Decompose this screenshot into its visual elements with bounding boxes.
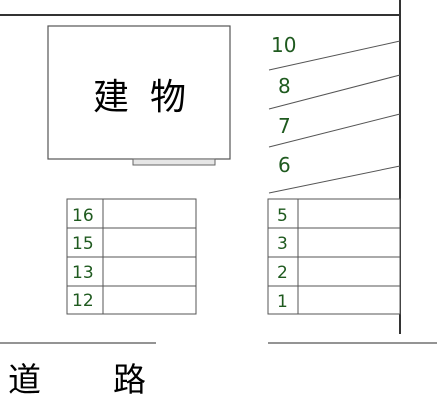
angled-slot-divider bbox=[268, 40, 401, 71]
road-label-char-2: 路 bbox=[113, 360, 146, 399]
right-slot-number: 2 bbox=[277, 263, 288, 283]
angled-slot-number: 7 bbox=[278, 114, 291, 138]
angled-slot-number: 10 bbox=[271, 33, 296, 57]
angled-slot-divider bbox=[268, 165, 401, 194]
left-slot-number: 12 bbox=[72, 291, 94, 311]
left-slot-number: 16 bbox=[72, 206, 94, 226]
building-label-char-1: 建 bbox=[93, 77, 129, 118]
angled-slot-number: 8 bbox=[278, 74, 291, 98]
right-slot-number: 5 bbox=[277, 206, 288, 226]
road-label-char-1: 道 bbox=[8, 360, 41, 399]
right-slot-number: 3 bbox=[277, 234, 288, 254]
building-block bbox=[47, 25, 231, 160]
building-label-char-2: 物 bbox=[150, 77, 186, 118]
right-slot-number: 1 bbox=[277, 292, 288, 312]
building-entrance-step bbox=[132, 158, 216, 166]
angled-slot-divider bbox=[268, 74, 401, 110]
left-slot-number: 13 bbox=[72, 263, 94, 283]
angled-slot-number: 6 bbox=[278, 153, 291, 177]
angled-slot-divider bbox=[268, 113, 401, 148]
left-slot-number: 15 bbox=[72, 234, 94, 254]
